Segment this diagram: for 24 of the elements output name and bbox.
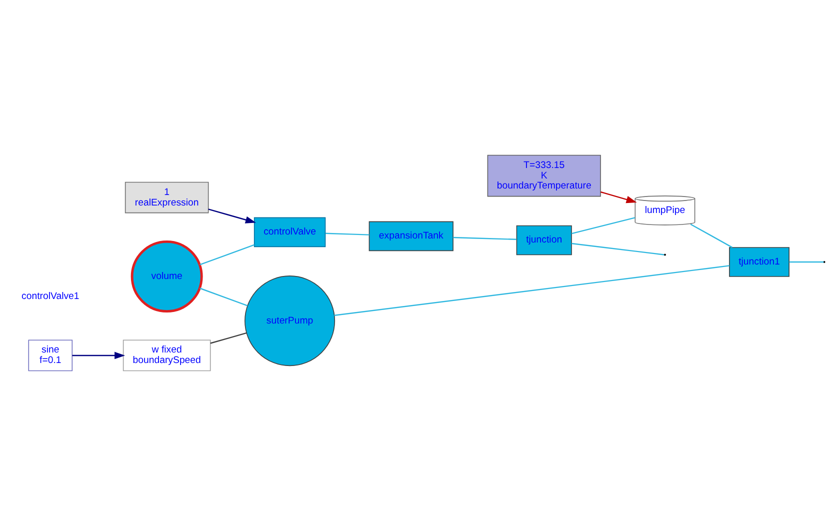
arrow [72, 352, 126, 360]
node-box: w fixed boundarySpeed [122, 340, 211, 372]
arrow [600, 191, 637, 204]
connector [572, 217, 636, 234]
node-circle: suterPump [244, 276, 336, 366]
node-box: tjunction [516, 225, 572, 256]
connector [210, 332, 247, 344]
arrow [208, 208, 256, 224]
node-box: sine f=0.1 [28, 340, 73, 372]
node-circle: volume [130, 240, 203, 312]
connector [690, 224, 733, 248]
connector [572, 242, 664, 256]
connector [200, 244, 254, 266]
node-box: tjunction1 [729, 247, 790, 277]
node-box: expansionTank [368, 221, 454, 252]
connector [334, 265, 730, 316]
label: controlValve1 [22, 291, 80, 302]
connector [453, 236, 516, 240]
connector [326, 232, 370, 236]
connector [200, 288, 248, 306]
connector [789, 261, 824, 263]
node-box: 1 realExpression [124, 182, 209, 214]
node-box: controlValve [254, 217, 326, 248]
node-box: T=333.15 K boundaryTemperature [487, 154, 601, 197]
